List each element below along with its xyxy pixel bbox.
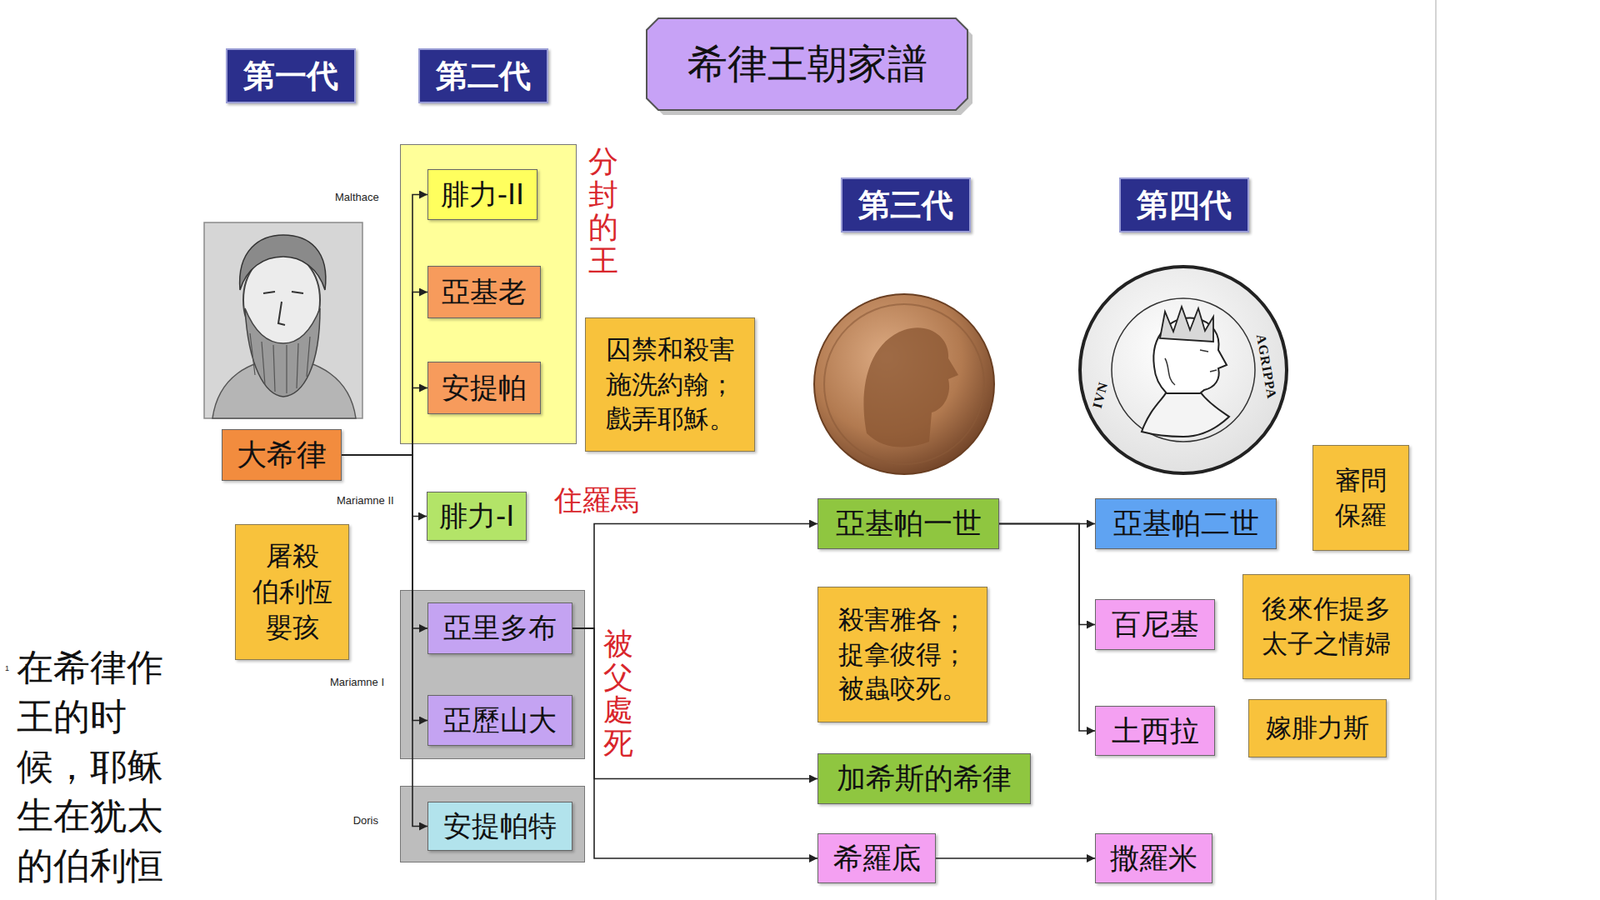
banner-shape — [646, 18, 968, 110]
note-text: 殺害雅各； 捉拿彼得； 被蟲咬死。 — [826, 602, 979, 708]
node-label: 希羅底 — [833, 839, 921, 879]
group-heading: 分封的王 — [588, 145, 619, 277]
family-connector — [341, 455, 427, 517]
portrait-features — [263, 291, 304, 325]
generation-header: 第四代 — [1119, 177, 1250, 233]
node-label: 百尼基 — [1111, 605, 1200, 645]
note-callout: 後來作提多 太子之情婦 — [1242, 574, 1410, 680]
coin-inner-ring — [1111, 298, 1255, 442]
family-connector — [999, 524, 1095, 625]
node-label: 加希斯的希律 — [836, 759, 1012, 799]
label-text: 住羅馬 — [554, 481, 640, 520]
node-label: 安提帕 — [441, 369, 527, 408]
slide-edge — [1435, 0, 1437, 900]
node-label: 第一代 — [243, 55, 339, 98]
caption-text: 在希律作 王的时 候，耶稣 生在犹太 的伯利恒 — [16, 642, 184, 890]
group-box: 分封的王腓力-II亞基老安提帕 — [400, 144, 577, 445]
group-heading: 被父處死 — [603, 627, 634, 760]
node-label: 亞基帕一世 — [835, 504, 982, 544]
free-label: 1 — [5, 658, 10, 675]
person-box: 腓力-I — [426, 491, 527, 541]
family-connector — [572, 628, 818, 780]
coin-disc — [814, 294, 995, 475]
agrippa-i-coin — [814, 294, 995, 475]
coin-disc — [1080, 266, 1287, 474]
person-box: 亞里多布 — [427, 602, 573, 655]
person-box: 安提帕特 — [427, 801, 573, 851]
generation-header: 第二代 — [418, 48, 549, 104]
person-box: 亞基帕一世 — [817, 498, 1000, 550]
node-label: 亞歷山大 — [443, 701, 557, 740]
person-box: 大希律 — [221, 429, 342, 481]
portrait-beard — [245, 308, 320, 397]
family-connector — [935, 857, 1095, 860]
person-box: 安提帕 — [427, 361, 541, 415]
note-callout: 屠殺 伯利恆 嬰孩 — [235, 524, 350, 660]
coin-engraving — [1165, 350, 1217, 385]
generation-header: 第一代 — [225, 48, 356, 104]
group-box: Doris安提帕特 — [400, 785, 585, 863]
family-connector — [999, 523, 1095, 525]
note-text: 嫁腓力斯 — [1265, 710, 1370, 746]
note-text: 審問 保羅 — [1321, 463, 1400, 534]
coin-crown — [1160, 306, 1214, 342]
family-connector — [572, 628, 818, 859]
note-callout: 囚禁和殺害 施洗約翰； 戲弄耶穌。 — [585, 317, 755, 452]
node-label: 腓力-II — [440, 175, 525, 215]
person-box: 加希斯的希律 — [817, 753, 1031, 805]
person-box: 亞基老 — [427, 265, 541, 319]
free-label: Mariamne II — [336, 491, 395, 508]
person-box: 撒羅米 — [1095, 833, 1213, 884]
node-label: 第四代 — [1136, 184, 1232, 227]
side-caption: 在希律作 王的时 候，耶稣 生在犹太 的伯利恒 — [16, 642, 184, 890]
group-box: 被父處死亞里多布亞歷山大 — [400, 590, 585, 760]
node-label: 大希律 — [236, 435, 327, 476]
agrippa-ii-coin — [1080, 266, 1287, 474]
node-label: 第二代 — [435, 55, 531, 98]
person-box: 土西拉 — [1095, 705, 1215, 756]
diagram-title: 希律王朝家譜 — [646, 18, 968, 110]
portrait-frame — [204, 222, 363, 419]
coin-rim — [824, 304, 985, 465]
person-box: 希羅底 — [817, 833, 936, 884]
family-connector — [999, 524, 1095, 732]
node-label: 亞基老 — [441, 273, 527, 312]
free-label: Mariamne I — [330, 673, 385, 690]
node-label: 亞基帕二世 — [1113, 504, 1260, 544]
label-text: 1 — [5, 664, 10, 673]
label-text: Mariamne I — [330, 675, 385, 689]
group-heading: Doris — [353, 814, 379, 827]
note-text: 囚禁和殺害 施洗約翰； 戲弄耶穌。 — [594, 332, 746, 438]
family-connector — [572, 524, 818, 630]
title-banner — [646, 18, 973, 115]
note-callout: 嫁腓力斯 — [1248, 699, 1387, 758]
generation-header: 第三代 — [840, 177, 971, 233]
person-box: 亞歷山大 — [427, 695, 573, 746]
label-text: Mariamne II — [336, 494, 395, 507]
note-text: 屠殺 伯利恆 嬰孩 — [244, 538, 340, 647]
coin-profile — [863, 327, 959, 447]
node-label: 腓力-I — [439, 497, 515, 536]
herod-portrait — [204, 222, 363, 419]
person-box: 百尼基 — [1095, 599, 1215, 650]
portrait-wreath — [240, 235, 326, 290]
note-text: 後來作提多 太子之情婦 — [1251, 591, 1401, 662]
node-label: 土西拉 — [1111, 711, 1200, 751]
node-label: 安提帕特 — [443, 807, 557, 846]
note-callout: 殺害雅各； 捉拿彼得； 被蟲咬死。 — [817, 586, 988, 723]
node-label: 第三代 — [858, 184, 954, 227]
person-box: 腓力-II — [427, 169, 538, 220]
node-label: 撒羅米 — [1110, 839, 1198, 879]
portrait-beard-lines — [250, 333, 310, 394]
node-label: 亞里多布 — [443, 609, 557, 648]
free-label: Malthace — [335, 188, 380, 205]
title-text: 希律王朝家譜 — [687, 37, 928, 91]
free-label: 住羅馬 — [554, 481, 640, 520]
label-text: Malthace — [335, 190, 380, 204]
note-callout: 審問 保羅 — [1312, 445, 1410, 551]
person-box: 亞基帕二世 — [1095, 498, 1277, 550]
coin-bust — [1141, 391, 1230, 437]
